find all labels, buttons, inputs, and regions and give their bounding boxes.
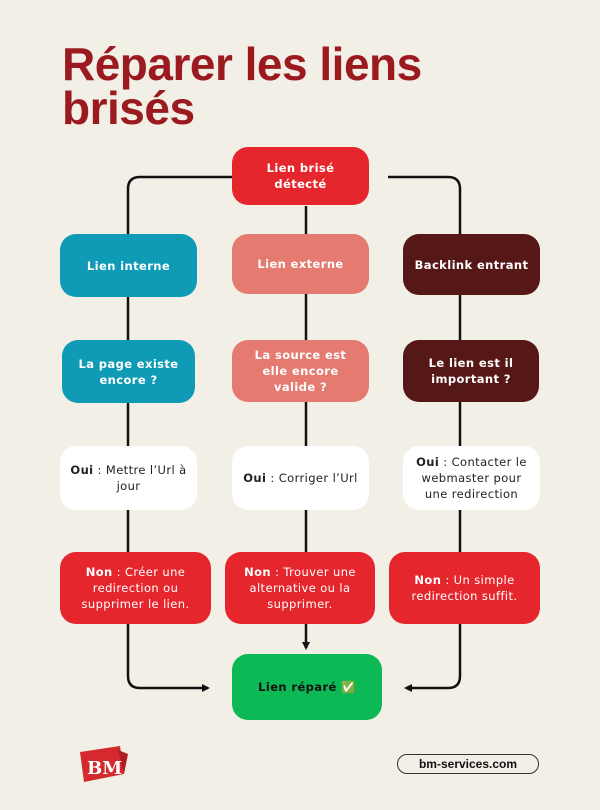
external-no-keyword: Non	[244, 565, 272, 579]
page-title: Réparer les liens brisés	[62, 38, 562, 134]
internal-link-node: Lien interne	[60, 234, 197, 297]
bm-logo: BM	[80, 746, 128, 782]
connector-left	[126, 175, 232, 692]
website-link[interactable]: bm-services.com	[397, 754, 539, 774]
backlink-yes-text: : Contacter le webmaster pour une redire…	[421, 455, 527, 501]
external-question-node: La source est elle encore valide ?	[232, 340, 369, 402]
backlink-no-text: : Un simple redirection suffit.	[411, 573, 518, 603]
backlink-node: Backlink entrant	[403, 234, 540, 295]
external-no-text: : Trouver une alternative ou la supprime…	[249, 565, 356, 611]
backlink-no-keyword: Non	[414, 573, 442, 587]
external-yes-text: : Corriger l’Url	[266, 471, 358, 485]
backlink-question-node: Le lien est il important ?	[403, 340, 539, 402]
external-yes-keyword: Oui	[243, 471, 267, 485]
backlink-yes-node: Oui : Contacter le webmaster pour une re…	[403, 446, 540, 510]
internal-question-node: La page existe encore ?	[62, 340, 195, 403]
external-link-node: Lien externe	[232, 234, 369, 294]
page-title-line-2: brisés	[62, 82, 195, 134]
page-title-line-1: Réparer les liens	[62, 38, 422, 90]
logo-text: BM	[87, 758, 122, 779]
internal-yes-keyword: Oui	[70, 463, 94, 477]
internal-yes-node: Oui : Mettre l’Url à jour	[60, 446, 197, 510]
backlink-no-node: Non : Un simple redirection suffit.	[389, 552, 540, 624]
external-yes-node: Oui : Corriger l’Url	[232, 446, 369, 510]
backlink-yes-keyword: Oui	[416, 455, 440, 469]
internal-no-keyword: Non	[85, 565, 113, 579]
internal-no-node: Non : Créer une redirection ou supprimer…	[60, 552, 211, 624]
internal-yes-text: : Mettre l’Url à jour	[93, 463, 187, 493]
start-node: Lien brisé détecté	[232, 147, 369, 205]
connector-right	[388, 175, 462, 692]
internal-no-text: : Créer une redirection ou supprimer le …	[81, 565, 190, 611]
end-node: Lien réparé ✅	[232, 654, 382, 720]
external-no-node: Non : Trouver une alternative ou la supp…	[225, 552, 375, 624]
